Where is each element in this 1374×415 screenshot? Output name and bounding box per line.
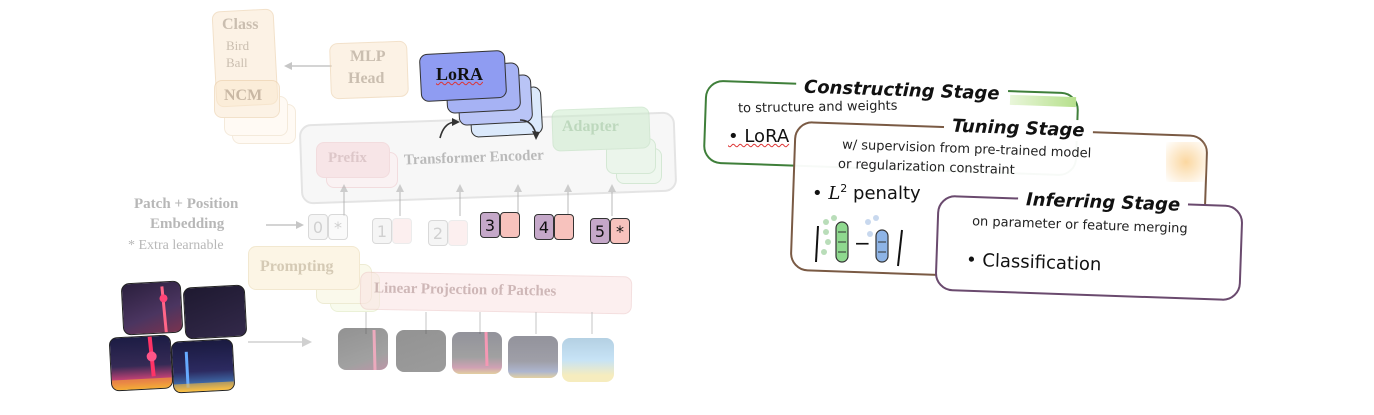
flat-patch-4: [508, 336, 558, 378]
image-patch-4: [170, 338, 236, 394]
linear-projection-label: Linear Projection of Patches: [373, 280, 557, 300]
token-up-arrows: [340, 184, 616, 216]
tuning-bullet-sup: 2: [840, 182, 848, 195]
tuning-accent: [1166, 142, 1206, 182]
flat-patch-2: [396, 330, 446, 372]
image-patch-3: [108, 334, 174, 392]
mlp-head-line1: MLP: [350, 48, 386, 65]
arrow-embedding-to-token: [266, 221, 304, 229]
token-1: 1: [372, 218, 392, 244]
class-item-ball: Ball: [226, 55, 248, 70]
tuning-bullet-prefix: •: [812, 183, 829, 204]
flat-patch-1: [338, 328, 388, 370]
flat-patch-5: [562, 338, 614, 382]
class-item-bird: Bird: [226, 38, 250, 53]
arrow-image-to-patches: [248, 337, 312, 347]
prefix-label: Prefix: [328, 150, 367, 166]
patch-embedding-line1: Patch + Position: [134, 196, 239, 212]
token-3: 3: [480, 212, 500, 238]
l2-minus-sign: −: [854, 231, 871, 255]
token-2: 2: [428, 220, 448, 246]
prompting-box: [248, 246, 360, 290]
token-0: 0: [308, 214, 328, 240]
token-1-pos: [392, 218, 412, 244]
tuning-stage-bullet: • L2 penalty: [812, 182, 921, 204]
token-2-pos: [448, 220, 468, 246]
prefix-box: [316, 142, 390, 178]
extra-learnable-note: * Extra learnable: [128, 238, 224, 253]
constructing-stage-subtitle: to structure and weights: [737, 98, 898, 117]
tuning-bullet-suffix: penalty: [847, 183, 921, 204]
lora-curved-arrows: [439, 118, 540, 140]
lora-label: LoRA: [436, 64, 484, 84]
tuning-bullet-l: L: [828, 183, 841, 204]
ncm-label: NCM: [224, 87, 263, 104]
token-3-pos: [500, 212, 520, 238]
image-patch-2: [182, 284, 248, 340]
constructing-stage-bullet: • LoRA: [728, 126, 790, 147]
arrow-mlp-to-class: [284, 62, 332, 70]
token-extra: *: [328, 214, 348, 240]
l2-norm-icon: −: [815, 215, 903, 267]
prompting-label: Prompting: [260, 258, 334, 275]
token-4: 4: [534, 214, 554, 240]
token-5-extra: *: [610, 218, 630, 244]
token-5: 5: [590, 218, 610, 244]
token-4-pos: [554, 214, 574, 240]
flat-patch-3: [452, 332, 502, 374]
adapter-label: Adapter: [562, 118, 619, 135]
image-patch-1: [120, 280, 184, 336]
ncm-box: [214, 80, 280, 118]
class-title: Class: [222, 16, 259, 33]
mlp-head-line2: Head: [348, 70, 385, 87]
patch-embedding-line2: Embedding: [150, 216, 225, 232]
